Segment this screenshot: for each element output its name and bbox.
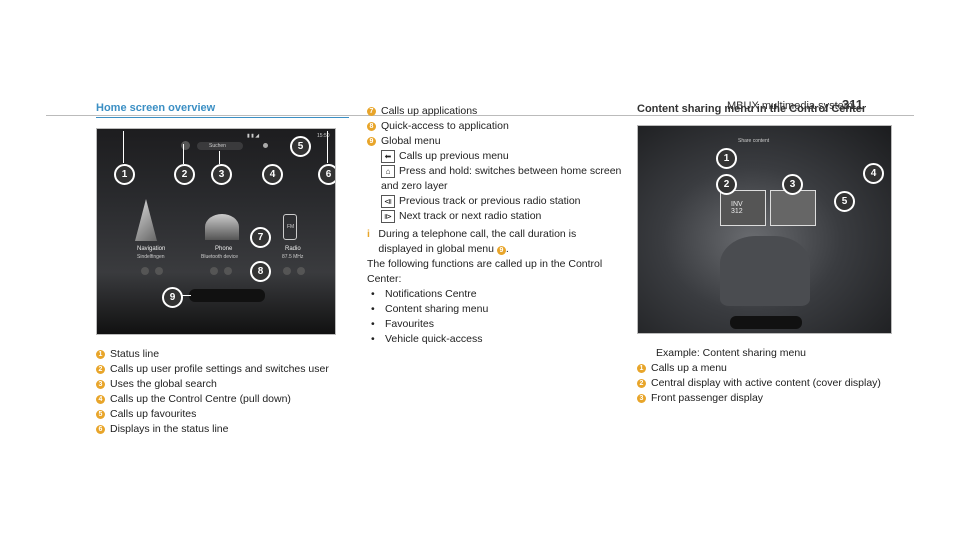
callout-8: 8 [250, 261, 271, 282]
example-caption: Example: Content sharing menu [656, 347, 806, 359]
global-menu-item: ⧐Next track or next radio station [367, 209, 623, 224]
home-icon: ⌂ [381, 164, 395, 178]
quick-access-icon [224, 267, 232, 275]
callout-4: 4 [262, 164, 283, 185]
user-profile-icon [181, 141, 190, 150]
header-rule [46, 115, 914, 116]
back-arrow-icon: ⬅ [381, 149, 395, 163]
bullet-item: •Favourites [371, 318, 435, 330]
tile-sub-phone: Bluetooth device [201, 254, 238, 260]
tile-label-phone: Phone [215, 246, 233, 252]
callout-2: 2 [716, 174, 737, 195]
callout-4: 4 [863, 163, 884, 184]
global-menu-bar [730, 316, 802, 329]
search-field: Suchen [197, 142, 243, 150]
section-heading-content-sharing: Content sharing menu in the Control Cent… [637, 103, 867, 115]
favourites-icon [263, 143, 268, 148]
navigation-tile-icon [135, 199, 157, 241]
global-menu-item: ⌂Press and hold: switches between home s… [381, 164, 622, 192]
next-track-icon: ⧐ [381, 209, 395, 223]
callout-5: 5 [290, 136, 311, 157]
car-interior [720, 236, 810, 306]
callout-line [123, 131, 124, 163]
info-note: i During a telephone call, the call dura… [367, 228, 577, 255]
quick-access-icon [210, 267, 218, 275]
home-screen-image: ▮ ▮ ◢ 15:50 Suchen FM Navigation Sindelf… [96, 128, 336, 335]
content-sharing-image: Share content INV 312 1 2 3 4 5 [637, 125, 892, 334]
page-number: 311 [842, 97, 863, 112]
phone-tile-icon [205, 214, 239, 240]
tile-sub-navigation: Sindelfingen [137, 254, 165, 260]
callout-3: 3 [211, 164, 232, 185]
quick-access-icon [141, 267, 149, 275]
callout-1: 1 [114, 164, 135, 185]
quick-access-icon [155, 267, 163, 275]
tile-label-navigation: Navigation [137, 246, 166, 252]
quick-access-icon [297, 267, 305, 275]
central-display-box: INV 312 [720, 190, 766, 226]
callout-2: 2 [174, 164, 195, 185]
bullet-item: •Content sharing menu [371, 303, 489, 315]
status-time: 15:50 [317, 133, 330, 139]
global-menu-bar [189, 289, 265, 302]
callout-3: 3 [782, 174, 803, 195]
callout-line [327, 131, 328, 163]
bullet-item: •Vehicle quick-access [371, 333, 483, 345]
running-header-title: MBUX multimedia system [727, 100, 853, 112]
callout-line [179, 295, 191, 296]
callout-5: 5 [834, 191, 855, 212]
tile-sub-radio: 87.5 MHz [282, 254, 304, 260]
passenger-display-box [770, 190, 816, 226]
previous-track-icon: ⧏ [381, 194, 395, 208]
section-heading-home-screen: Home screen overview [96, 102, 349, 118]
callout-6: 6 [318, 164, 335, 185]
callout-1: 1 [716, 148, 737, 169]
status-icons: ▮ ▮ ◢ [247, 133, 260, 139]
callout-line [183, 144, 184, 164]
control-center-intro: The following functions are called up in… [367, 258, 603, 285]
bullet-item: •Notifications Centre [371, 288, 477, 300]
global-menu-item: ⬅Calls up previous menu [367, 149, 623, 164]
tile-label-radio: Radio [285, 246, 301, 252]
callout-7: 7 [250, 227, 271, 248]
callout-9: 9 [162, 287, 183, 308]
info-icon: i [367, 228, 370, 240]
radio-tile-icon: FM [283, 214, 297, 240]
quick-access-icon [283, 267, 291, 275]
callout-line [219, 151, 220, 164]
global-menu-item: ⧏Previous track or previous radio statio… [367, 194, 623, 209]
share-content-title: Share content [738, 138, 770, 144]
